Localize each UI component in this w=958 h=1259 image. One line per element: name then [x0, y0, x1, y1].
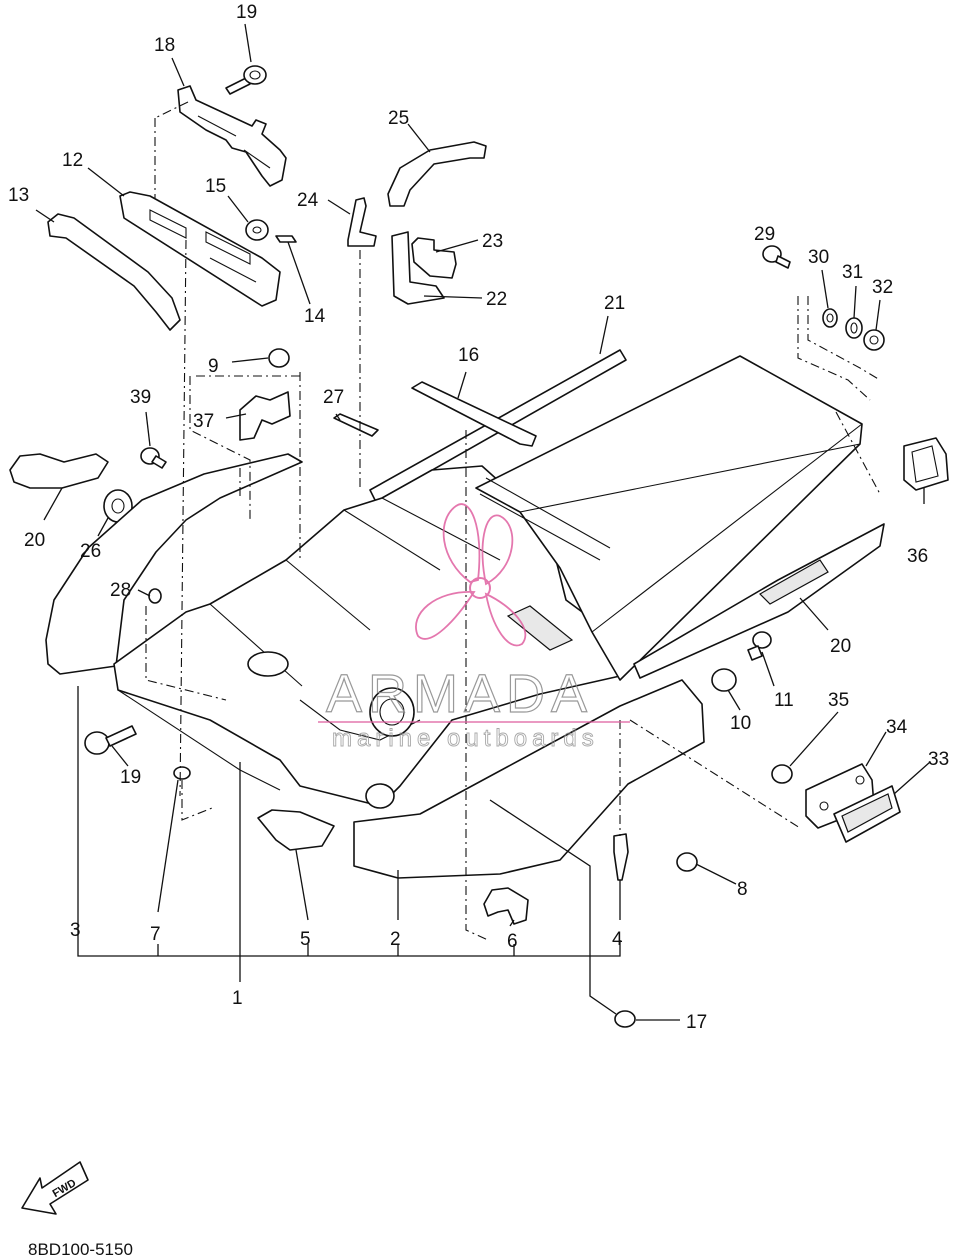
callout-37: 36 — [907, 546, 928, 567]
callout-30: 29 — [754, 224, 775, 245]
part-20-pad — [9, 453, 109, 489]
callout-5: 5 — [300, 929, 311, 950]
callout-14: 14 — [304, 306, 326, 327]
part-4-pin — [613, 833, 629, 881]
part-26-grip — [387, 141, 487, 207]
part-19-bolt-lower — [84, 725, 137, 755]
callout-36: 35 — [828, 690, 849, 711]
main-frame — [45, 355, 885, 879]
callout-31: 30 — [808, 247, 829, 268]
callout-21: 20 — [830, 636, 851, 657]
part-30-bolt — [762, 245, 791, 269]
part-24-block — [411, 237, 457, 279]
part-12-plate — [119, 191, 281, 307]
part-27-grommet — [103, 489, 133, 523]
watermark-brand: ARMADA — [326, 664, 593, 724]
part-17-plug — [614, 1010, 636, 1028]
part-8-plug — [676, 852, 698, 872]
part-9-nut — [268, 348, 290, 368]
callout-35: 34 — [886, 717, 908, 738]
callout-19b: 19 — [120, 767, 141, 788]
callout-25: 24 — [297, 190, 319, 211]
callout-22: 21 — [604, 293, 625, 314]
callout-10: 10 — [730, 713, 751, 734]
callout-4: 4 — [612, 929, 623, 950]
propeller-icon — [415, 503, 527, 647]
part-33-nut — [863, 329, 885, 351]
watermark-tagline: marine outboards — [332, 725, 599, 752]
callout-9: 9 — [208, 356, 219, 377]
callout-28: 27 — [323, 387, 344, 408]
callout-32: 31 — [842, 262, 863, 283]
part-5-cover — [257, 809, 335, 851]
callout-39: 39 — [130, 387, 151, 408]
callout-1: 1 — [232, 988, 243, 1009]
part-7-plug — [173, 766, 191, 780]
callout-16: 16 — [458, 345, 479, 366]
part-16-strip — [411, 381, 537, 447]
part-38-clip — [239, 391, 291, 441]
callout-labels: 19 18 12 15 13 14 25 24 23 22 21 16 9 37… — [8, 2, 949, 1033]
part-15-nut — [245, 219, 269, 241]
part-11-screw — [747, 631, 772, 661]
callout-15: 15 — [205, 176, 226, 197]
part-25-strip — [347, 197, 377, 247]
part-6-clamp — [483, 887, 529, 925]
callout-29: 28 — [110, 580, 131, 601]
callout-26: 25 — [388, 108, 409, 129]
leader-lines — [35, 23, 931, 1021]
callout-13: 13 — [8, 185, 29, 206]
part-39-bolt — [140, 447, 167, 469]
callout-18: 18 — [154, 35, 175, 56]
callout-2: 2 — [390, 929, 401, 950]
part-32-lockwasher — [845, 317, 863, 339]
callout-11: 11 — [774, 690, 794, 711]
part-29-plug — [148, 588, 162, 604]
part-19-bolt-top — [225, 65, 267, 95]
part-18-bracket — [177, 85, 287, 187]
callout-17: 17 — [686, 1012, 707, 1033]
callout-8: 8 — [737, 879, 748, 900]
part-14-pad — [275, 235, 297, 243]
diagram-code: 8BD100-5150 — [28, 1240, 133, 1259]
part-10-cap — [711, 668, 737, 692]
callout-27: 26 — [80, 541, 101, 562]
part-36-screw — [771, 764, 793, 784]
callout-19a: 19 — [236, 2, 257, 23]
callout-23: 22 — [486, 289, 507, 310]
callout-20: 20 — [24, 530, 45, 551]
part-31-washer — [822, 308, 838, 328]
callout-34: 33 — [928, 749, 949, 770]
part-13-handle — [47, 213, 181, 331]
callout-12: 12 — [62, 150, 83, 171]
armada-logo: ARMADA marine outboards — [318, 503, 630, 752]
callout-38: 37 — [193, 411, 214, 432]
callout-7: 7 — [150, 924, 161, 945]
callout-33: 32 — [872, 277, 893, 298]
callout-6: 6 — [507, 931, 518, 952]
part-34-grille — [833, 785, 901, 843]
part-28-pad — [333, 413, 379, 437]
part-23-lbracket — [391, 231, 445, 305]
callout-24: 23 — [482, 231, 503, 252]
callout-3: 3 — [70, 920, 81, 941]
fwd-arrow-icon: FWD — [21, 1161, 89, 1215]
part-37-seal — [903, 437, 949, 491]
